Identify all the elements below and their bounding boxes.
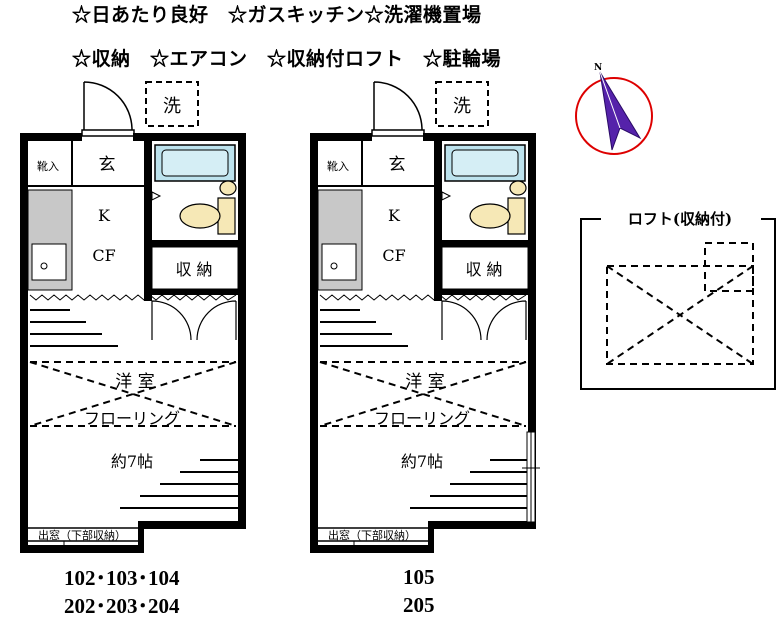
flooring-label: フローリング [84,409,180,428]
features-line-2: ☆収納 ☆エアコン ☆収納付ロフト ☆駐輪場 [72,48,502,70]
western-room-label: 洋 室 [405,372,444,392]
bay-window-label: 出窓（下部収納） [328,528,416,542]
flooring-label: フローリング [374,409,470,428]
floor-plan-unit-right [309,81,540,554]
bay-window-label: 出窓（下部収納） [38,528,126,542]
storage-label: 収 納 [175,260,212,279]
washer-label: 洗 [453,96,471,117]
shoe-box-label: 靴入 [327,159,349,173]
entrance-label: 玄 [389,155,406,175]
storage-label: 収 納 [465,260,502,279]
loft-plan: ロフト(収納付) [580,210,776,390]
compass-north-label: N [594,63,602,73]
room-size-label: 約7帖 [111,452,153,471]
loft-title: ロフト(収納付) [628,210,732,228]
kitchen-k-label: K [388,206,401,225]
features-line-1: ☆日あたり良好 ☆ガスキッチン☆洗濯機置場 [72,4,482,26]
shoe-box-label: 靴入 [37,159,59,173]
room-size-label: 約7帖 [401,452,443,471]
floor-plan-unit-left [19,81,247,554]
compass: N [575,63,653,155]
kitchen-cf-label: CF [382,246,405,265]
unit-numbers-right-line-2: 205 [403,593,435,617]
western-room-label: 洋 室 [115,372,154,392]
washer-label: 洗 [163,96,181,117]
unit-numbers-left-line-1: 102･103･104 [64,566,180,590]
kitchen-k-label: K [98,206,111,225]
kitchen-cf-label: CF [92,246,115,265]
unit-numbers-left-line-2: 202･203･204 [64,594,180,618]
entrance-label: 玄 [99,155,116,175]
unit-numbers-right-line-1: 105 [403,565,435,589]
